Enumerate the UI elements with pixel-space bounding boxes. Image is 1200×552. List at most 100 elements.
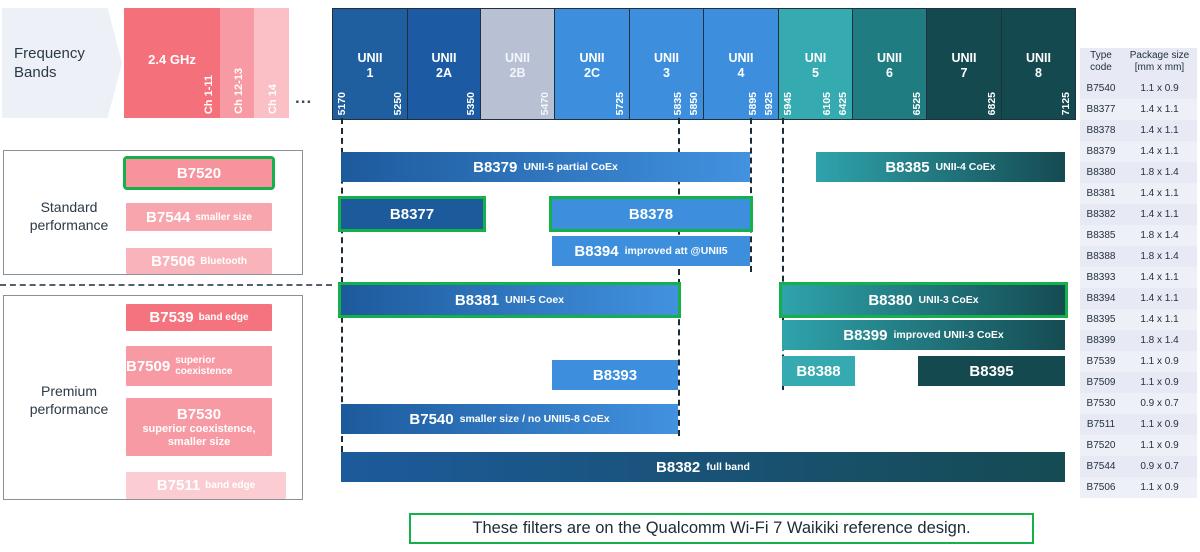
cell-type-code: B8380 [1080, 162, 1122, 183]
band-number: 8 [1035, 66, 1042, 80]
filter-code: B8377 [389, 205, 435, 223]
filter-note: improved UNII-3 CoEx [893, 329, 1004, 341]
filter-code: B8382 [656, 458, 701, 476]
filter-note: UNII-4 CoEx [935, 161, 996, 173]
callout-box: These filters are on the Qualcomm Wi-Fi … [409, 513, 1034, 544]
table-header-package-size: Package size [mm x mm] [1122, 48, 1197, 78]
filter-note: full band [706, 461, 750, 473]
filter-bar-b8377[interactable]: B8377 [338, 196, 486, 232]
filter-note: UNII-3 CoEx [918, 294, 979, 306]
filter-code: B7544 [146, 208, 191, 226]
band-number: 3 [663, 66, 670, 80]
filter-bar-b8378[interactable]: B8378 [549, 196, 753, 232]
cell-type-code: B7540 [1080, 78, 1122, 99]
frequency-bands-text: Frequency Bands [14, 45, 85, 81]
cell-package-size: 1.1 x 0.9 [1122, 435, 1197, 456]
cell-type-code: B8395 [1080, 309, 1122, 330]
cell-type-code: B8388 [1080, 246, 1122, 267]
filter-bar-b8382[interactable]: B8382 full band [341, 452, 1065, 482]
pill-b7544[interactable]: B7544 smaller size [126, 203, 272, 231]
cell-type-code: B7511 [1080, 414, 1122, 435]
frequency-bands-label: Frequency Bands [2, 8, 122, 118]
band-number: 2A [436, 66, 452, 80]
filter-note-2: smaller size [167, 435, 231, 448]
cell-type-code: B8394 [1080, 288, 1122, 309]
filter-bar-b8385[interactable]: B8385 UNII-4 CoEx [816, 152, 1065, 182]
filter-code: B8385 [885, 158, 930, 176]
filter-code: B8378 [628, 205, 674, 223]
cell-package-size: 1.1 x 0.9 [1122, 372, 1197, 393]
pill-b7520[interactable]: B7520 [123, 156, 275, 190]
guide-line-678 [678, 118, 680, 436]
cell-package-size: 1.4 x 1.1 [1122, 141, 1197, 162]
section-divider-dashed [0, 284, 332, 286]
band-number: 5 [812, 66, 819, 80]
cell-package-size: 1.1 x 0.9 [1122, 414, 1197, 435]
cell-type-code: B7530 [1080, 393, 1122, 414]
cell-package-size: 1.4 x 1.1 [1122, 99, 1197, 120]
cell-type-code: B8377 [1080, 99, 1122, 120]
filter-bar-b8395[interactable]: B8395 [918, 356, 1065, 386]
band-24ghz-ch1-11: 2.4 GHz Ch 1-11 [124, 8, 220, 118]
filter-bar-b8380[interactable]: B8380 UNII-3 CoEx [779, 282, 1068, 318]
filter-note: smaller size / no UNII5-8 CoEx [459, 413, 610, 425]
filter-note: smaller size [195, 211, 252, 223]
cell-package-size: 1.4 x 1.1 [1122, 267, 1197, 288]
band-24ghz-ch12-13: Ch 12-13 [220, 8, 254, 118]
cell-package-size: 0.9 x 0.7 [1122, 456, 1197, 477]
band-number: 7 [960, 66, 968, 80]
filter-code: B7530 [176, 405, 222, 423]
cell-package-size: 1.1 x 0.9 [1122, 351, 1197, 372]
cell-type-code: B7539 [1080, 351, 1122, 372]
cell-type-code: B7506 [1080, 477, 1122, 498]
table-header-type-code: Type code [1080, 48, 1122, 78]
band-number: 4 [737, 66, 745, 80]
filter-code: B8380 [868, 291, 913, 309]
cell-package-size: 1.4 x 1.1 [1122, 183, 1197, 204]
filter-bar-b8388[interactable]: B8388 [782, 356, 855, 386]
cell-package-size: 1.8 x 1.4 [1122, 246, 1197, 267]
filter-code: B7509 [126, 357, 171, 375]
filter-code: B8399 [843, 326, 888, 344]
cell-type-code: B8385 [1080, 225, 1122, 246]
filter-bar-b8393[interactable]: B8393 [552, 360, 678, 390]
filter-bar-b8399[interactable]: B8399 improved UNII-3 CoEx [782, 320, 1065, 350]
filter-code: B8393 [592, 366, 638, 384]
